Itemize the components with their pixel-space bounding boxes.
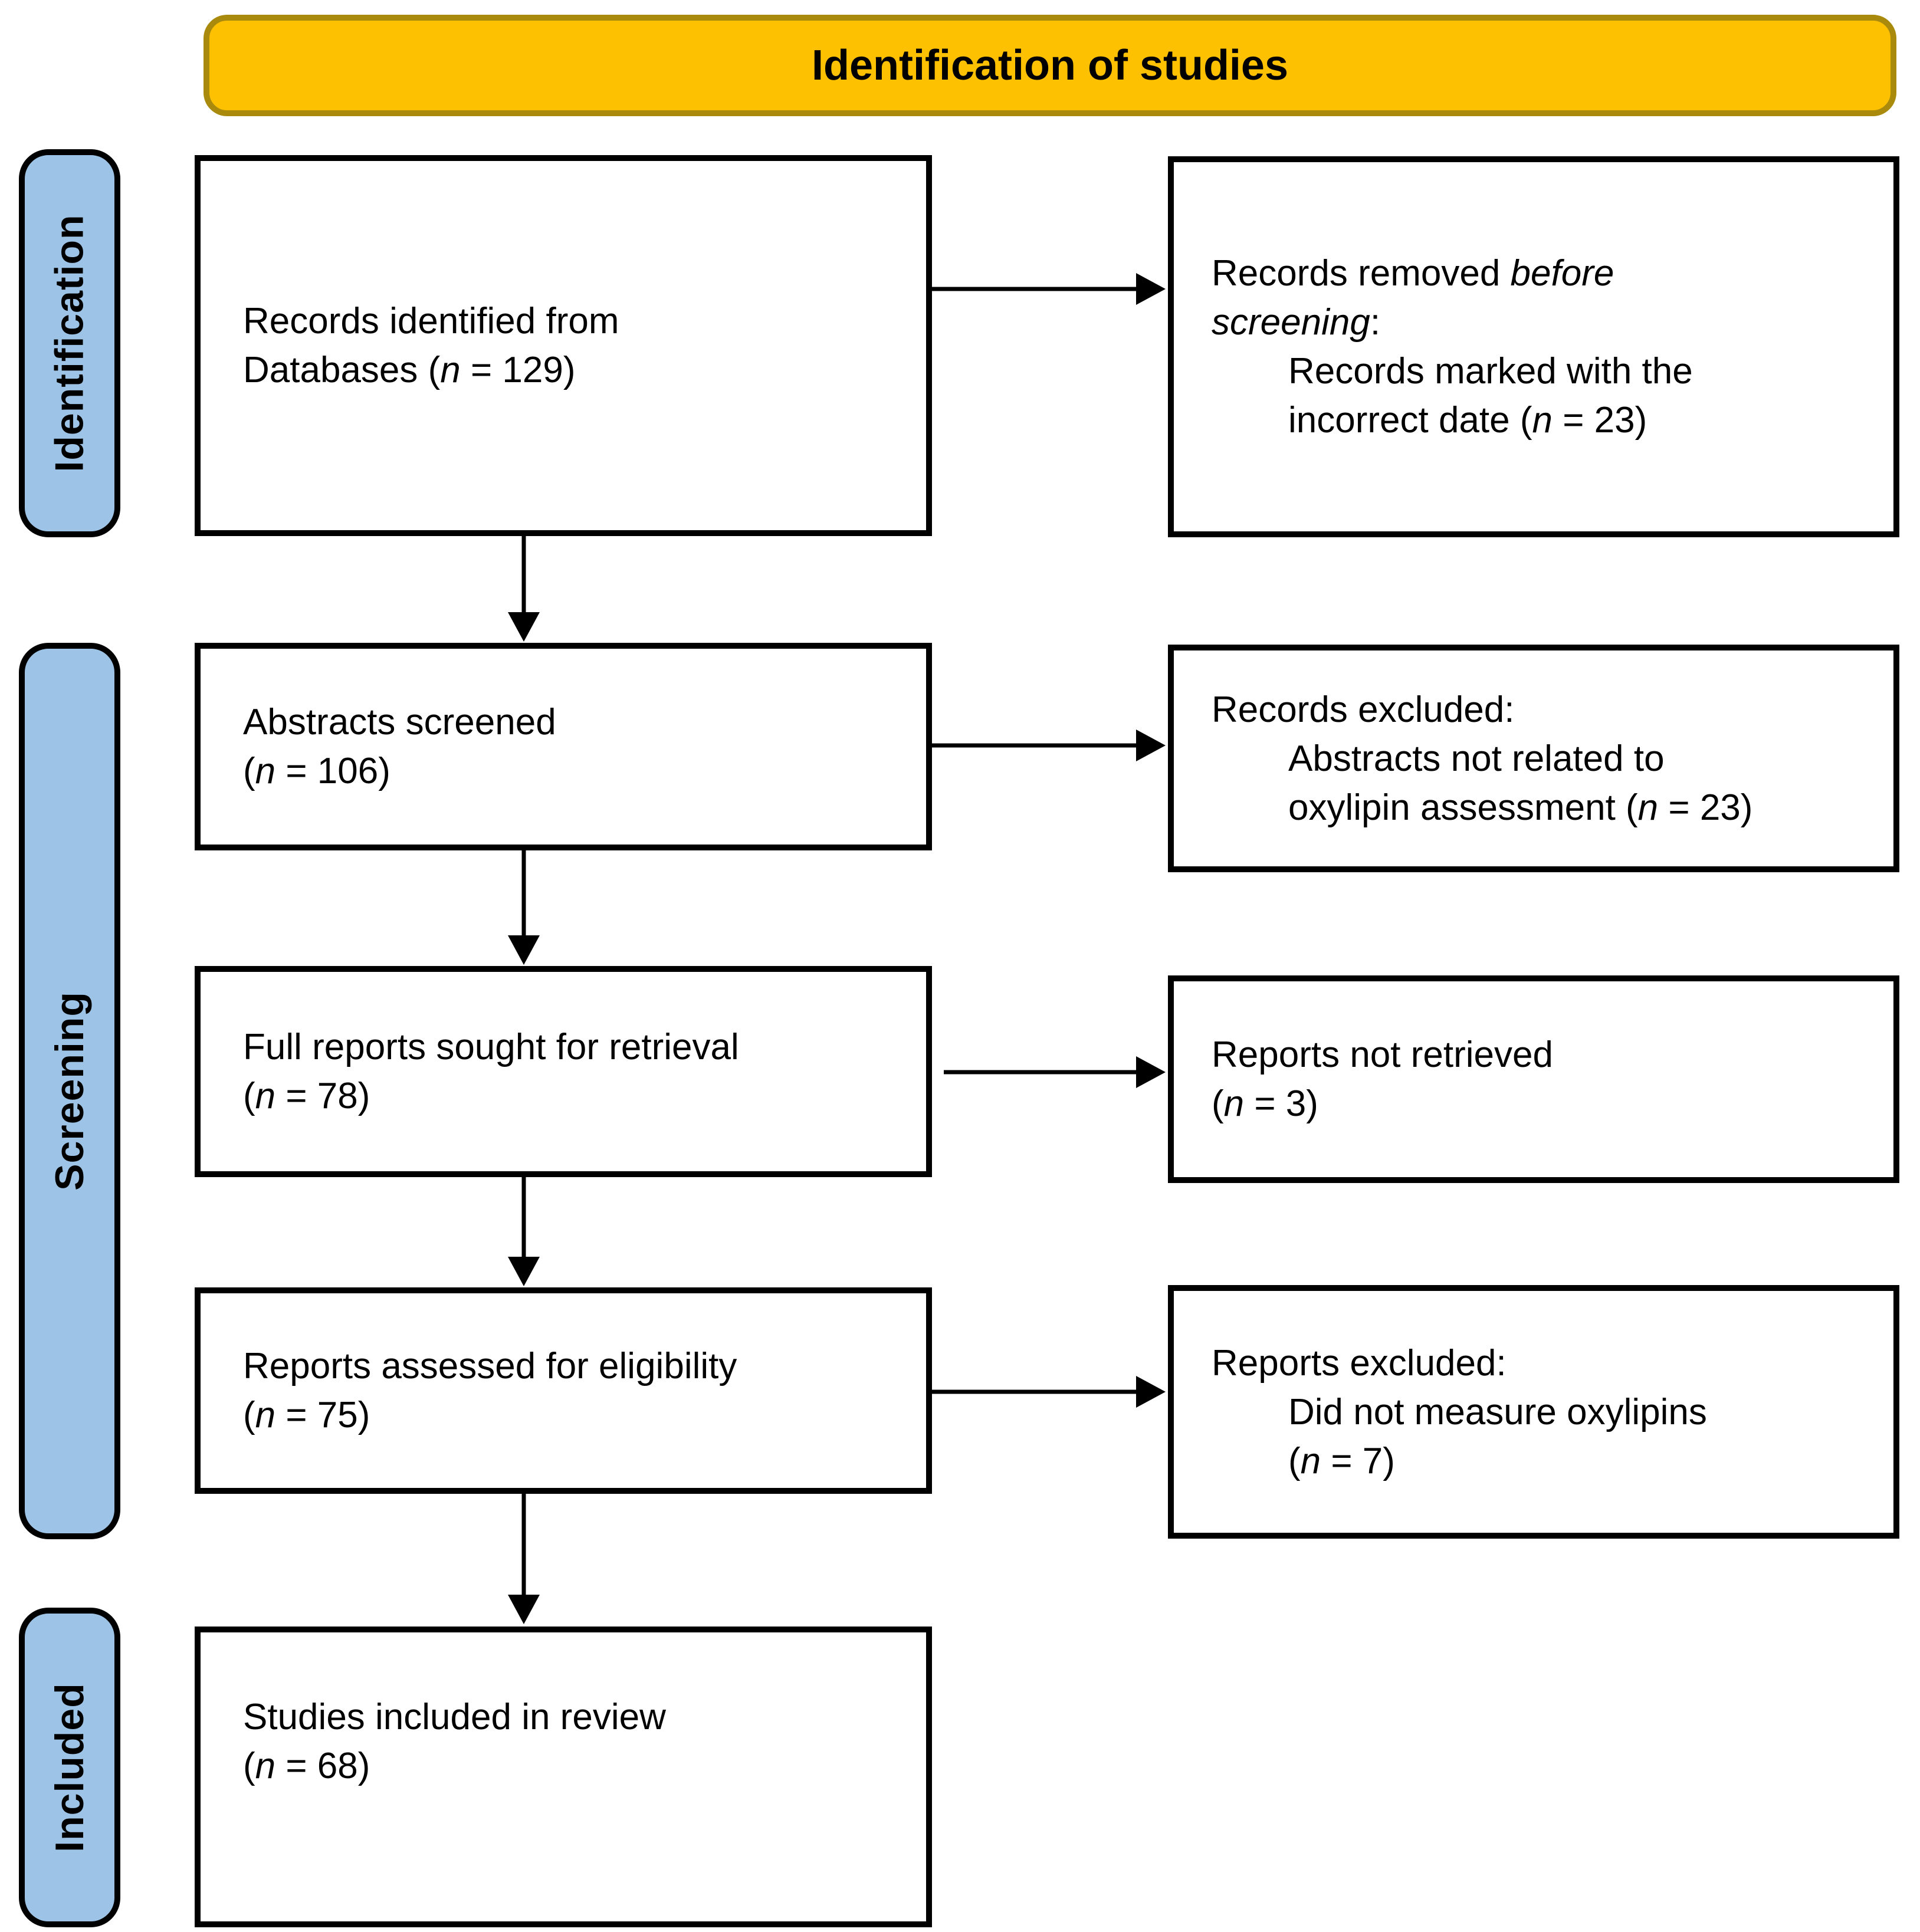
arrow-assessed-to-excluded-icon [932,1376,1166,1408]
box-studies-included: Studies included in review (n = 68) [195,1627,932,1927]
box-text-line: Reports excluded: [1212,1342,1507,1384]
banner-identification-of-studies: Identification of studies [204,15,1896,116]
box-text-line: Records excluded: [1212,689,1515,730]
box-text-line: screening: [1212,302,1381,343]
box-full-reports-sought: Full reports sought for retrieval (n = 78… [195,966,932,1177]
stage-label-included-text: Included [47,1683,93,1852]
box-text-line: Records identified from [243,301,619,341]
stage-label-screening-text: Screening [47,991,92,1191]
stage-label-identification: Identification [19,149,120,537]
arrow-identified-to-removed-icon [932,273,1166,305]
arrow-sought-to-assessed-icon [508,1177,540,1286]
stage-label-included: Included [19,1608,120,1927]
box-records-excluded: Records excluded: Abstracts not related t… [1168,645,1899,872]
box-reports-excluded: Reports excluded: Did not measure oxylipi… [1168,1285,1899,1539]
box-text-line: Records removed before [1212,253,1614,294]
box-text-line: Abstracts not related to [1288,738,1665,779]
box-text-line: (n = 3) [1212,1083,1318,1124]
arrow-screened-to-sought-icon [508,850,540,965]
box-text-line: Did not measure oxylipins [1288,1391,1707,1432]
box-text-line: (n = 7) [1288,1440,1395,1481]
arrow-identified-to-screened-icon [508,536,540,642]
box-text-line: Reports not retrieved [1212,1034,1553,1075]
banner-label: Identification of studies [811,42,1289,89]
box-text-line: (n = 75) [243,1395,370,1435]
stage-label-identification-text: Identification [47,214,93,472]
box-text-line: incorrect date (n = 23) [1288,400,1647,441]
box-text-line: Reports assessed for eligibility [243,1346,737,1386]
arrow-screened-to-excluded-icon [932,730,1166,761]
stage-label-screening: Screening [19,643,120,1539]
box-text-line: Full reports sought for retrieval [243,1027,739,1067]
box-text-line: (n = 78) [243,1076,370,1116]
box-text-line: Records marked with the [1288,351,1693,392]
box-text-line: Studies included in review [243,1697,666,1737]
box-text-line: (n = 106) [243,751,390,791]
box-text-line: Databases (n = 129) [243,350,576,390]
box-reports-not-retrieved: Reports not retrieved (n = 3) [1168,975,1899,1183]
box-text-line: (n = 68) [243,1746,370,1786]
box-text-line: Abstracts screened [243,702,556,742]
box-text-line: oxylipin assessment (n = 23) [1288,787,1753,828]
box-reports-assessed: Reports assessed for eligibility (n = 75) [195,1287,932,1494]
arrow-sought-to-not-retrieved-icon [944,1056,1166,1088]
box-records-removed-before-screening: Records removed before screening: Records … [1168,156,1899,537]
box-abstracts-screened: Abstracts screened (n = 106) [195,643,932,850]
arrow-assessed-to-included-icon [508,1494,540,1624]
